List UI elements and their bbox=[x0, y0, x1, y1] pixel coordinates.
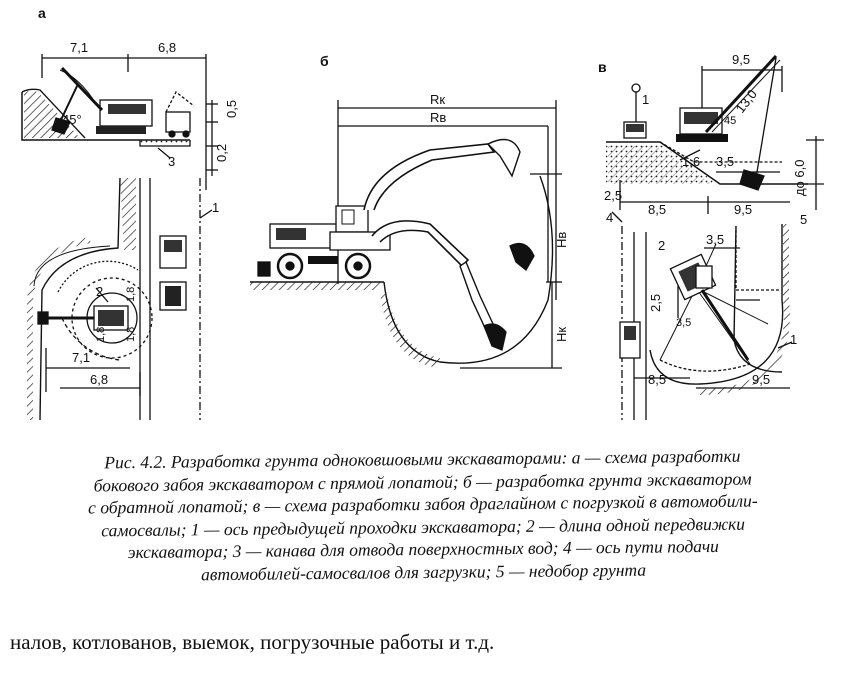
dim-v-3-5-a: 3,5 bbox=[716, 154, 734, 169]
dim-v-9-5-top: 9,5 bbox=[732, 52, 750, 67]
dim-v-2-5-a: 2,5 bbox=[604, 188, 622, 203]
panel-label-b: б bbox=[320, 53, 329, 69]
front-shovel-excavator bbox=[51, 66, 153, 135]
dim-b-rk: Rк bbox=[430, 92, 445, 107]
dim-a-1-8-b: 1,8 bbox=[95, 327, 107, 342]
dragline-excavator bbox=[623, 54, 781, 191]
excavator-figure: а б в 7,1 6,8 0,5 0,2 45° 3 1 2 1,8 1,8 … bbox=[21, 5, 824, 421]
ref-v-5: 5 bbox=[800, 212, 807, 227]
panel-label-v: в bbox=[598, 59, 607, 75]
panel-v bbox=[606, 54, 824, 420]
dim-v-1-6: 1,6 bbox=[682, 154, 700, 169]
dim-a-0-5: 0,5 bbox=[224, 100, 239, 118]
dim-b-hv: Hв bbox=[554, 232, 569, 248]
dim-a-6-8-bottom: 6,8 bbox=[90, 372, 108, 387]
backhoe-excavator bbox=[257, 138, 535, 351]
dim-v-8-5-b: 8,5 bbox=[648, 372, 666, 387]
dim-b-rv: Rв bbox=[430, 110, 446, 125]
dim-a-7-1-bottom: 7,1 bbox=[72, 350, 90, 365]
dim-v-depth: до 6,0 bbox=[792, 160, 807, 197]
dim-a-1-8-a: 1,8 bbox=[125, 287, 137, 302]
ref-v-4: 4 bbox=[606, 210, 613, 225]
dim-a-0-2: 0,2 bbox=[214, 144, 229, 162]
dim-v-9-5-b: 9,5 bbox=[734, 202, 752, 217]
dim-a-6-8-top: 6,8 bbox=[158, 40, 176, 55]
figure-caption: Рис. 4.2. Разработка грунта одноковшовым… bbox=[27, 444, 818, 587]
ref-v-2: 2 bbox=[658, 238, 665, 253]
panel-label-a: а bbox=[38, 5, 46, 21]
footer-text: налов, котлованов, выемок, погрузочные р… bbox=[10, 630, 495, 654]
angle-v-45: 45 bbox=[724, 115, 736, 127]
dim-v-13-0: 13,0 bbox=[733, 87, 760, 116]
ref-v-1-top: 1 bbox=[642, 92, 649, 107]
dim-a-7-1-top: 7,1 bbox=[70, 40, 88, 55]
ref-a-1: 1 bbox=[212, 200, 219, 215]
ref-a-2: 2 bbox=[96, 284, 103, 299]
dim-v-3-5-c: 3,5 bbox=[676, 317, 691, 329]
dim-b-hk: Hк bbox=[554, 327, 569, 342]
panel-a bbox=[21, 54, 218, 421]
dump-truck-a bbox=[165, 91, 195, 138]
dim-a-1-8-c: 1,8 bbox=[125, 327, 137, 342]
angle-a-45: 45° bbox=[62, 112, 82, 127]
dim-v-9-5-c: 9,5 bbox=[752, 372, 770, 387]
dim-v-2-5-b: 2,5 bbox=[648, 294, 663, 312]
ref-a-3: 3 bbox=[168, 154, 175, 169]
ref-v-1-bottom: 1 bbox=[790, 332, 797, 347]
dim-v-3-5-b: 3,5 bbox=[706, 232, 724, 247]
dim-v-8-5-a: 8,5 bbox=[648, 202, 666, 217]
panel-b bbox=[250, 100, 562, 369]
